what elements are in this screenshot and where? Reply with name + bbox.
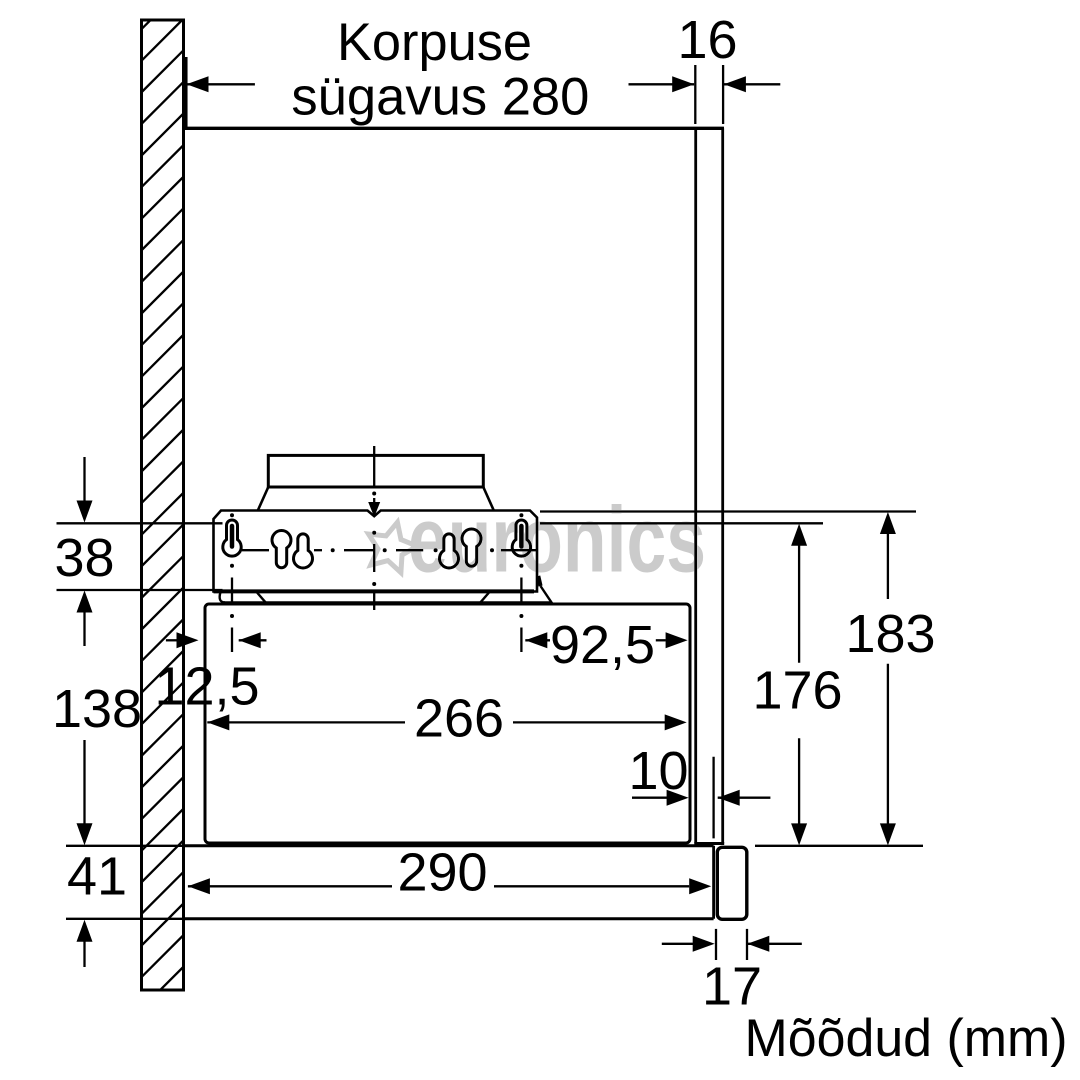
svg-text:176: 176 — [752, 661, 842, 721]
svg-text:12,5: 12,5 — [154, 657, 259, 717]
svg-text:euronics: euronics — [408, 488, 706, 592]
svg-text:sügavus 280: sügavus 280 — [291, 68, 589, 127]
svg-text:41: 41 — [67, 847, 127, 907]
svg-text:138: 138 — [52, 679, 142, 739]
svg-text:Mõõdud (mm): Mõõdud (mm) — [745, 1009, 1068, 1068]
svg-text:92,5: 92,5 — [550, 615, 655, 675]
svg-text:16: 16 — [677, 10, 737, 70]
svg-text:Korpuse: Korpuse — [337, 13, 532, 72]
svg-text:10: 10 — [628, 741, 688, 801]
svg-text:17: 17 — [702, 956, 762, 1016]
svg-text:290: 290 — [397, 842, 487, 902]
svg-text:266: 266 — [414, 689, 504, 749]
svg-text:38: 38 — [54, 528, 114, 588]
svg-text:183: 183 — [845, 604, 935, 664]
